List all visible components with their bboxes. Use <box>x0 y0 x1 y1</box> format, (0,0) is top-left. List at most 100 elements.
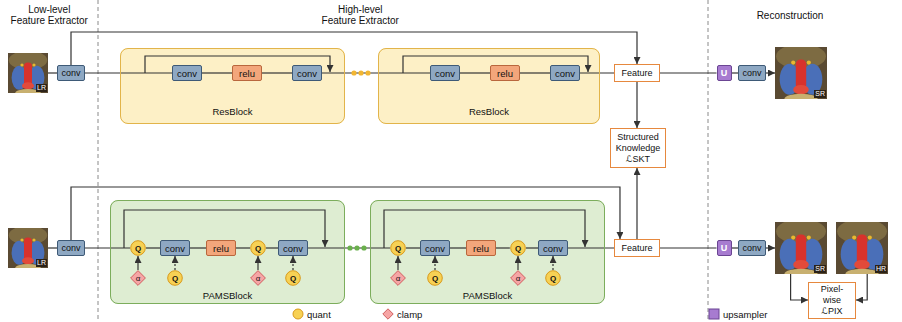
data-flow-line <box>520 72 550 73</box>
ellipsis-dot <box>354 245 359 250</box>
node-label: α <box>516 274 521 283</box>
legend-swatch <box>708 308 720 320</box>
clamp-diamond: α <box>130 270 146 286</box>
weight-quant-arrow <box>174 256 175 270</box>
node-label: α <box>396 274 401 283</box>
data-flow-line <box>660 72 717 73</box>
mandrill-picture <box>8 51 48 97</box>
data-flow-line <box>636 168 637 239</box>
data-flow-line <box>636 82 637 128</box>
legend-item: clamp <box>382 308 422 320</box>
quant-circle: Q <box>510 240 526 256</box>
quant-circle: Q <box>545 270 561 286</box>
section-divider <box>98 0 99 322</box>
data-flow-line <box>766 72 775 73</box>
quant-circle: Q <box>285 270 301 286</box>
image-thumbnail: LR <box>8 53 48 93</box>
conv-layer-box: conv <box>278 240 308 256</box>
node-label: Feature <box>621 68 652 79</box>
quant-circle: Q <box>427 270 443 286</box>
node-label: U <box>721 243 728 254</box>
conv-layer-box: conv <box>292 65 322 81</box>
image-thumbnail: HR <box>836 222 888 274</box>
node-label: α <box>136 274 141 283</box>
data-flow-line <box>85 247 130 248</box>
relu-box: relu <box>490 65 520 81</box>
conv-layer-box: conv <box>420 240 450 256</box>
data-flow-line <box>146 247 160 248</box>
conv-layer-box: conv <box>160 240 190 256</box>
node-label: relu <box>213 243 229 254</box>
data-flow-line <box>460 72 490 73</box>
data-flow-line <box>257 256 258 270</box>
node-label: PAMSBlock <box>371 290 604 301</box>
resblock-container: ResBlockconvreluconv <box>120 48 345 124</box>
block-fill <box>370 200 605 304</box>
loss-box: Pixel-wiseℒPIX <box>808 282 856 319</box>
node-label: Q <box>290 274 296 283</box>
node-label: α <box>256 274 261 283</box>
data-flow-line <box>48 72 57 73</box>
section-heading: Reconstruction <box>745 10 835 21</box>
node-label: ResBlock <box>121 106 344 117</box>
node-label: conv <box>425 243 445 254</box>
mandrill-picture <box>8 226 48 272</box>
node-label: conv <box>543 243 563 254</box>
quant-circle: Q <box>130 240 146 256</box>
node-label: Feature <box>621 243 652 254</box>
data-flow-line <box>137 256 138 270</box>
node-label: relu <box>497 68 513 79</box>
data-flow-line <box>397 256 398 270</box>
section-divider <box>708 0 709 322</box>
conv-layer-box: conv <box>57 65 85 81</box>
data-flow-line <box>660 247 717 248</box>
conv-layer-box: conv <box>430 65 460 81</box>
node-label: U <box>721 68 728 79</box>
node-label: Q <box>550 274 556 283</box>
legend-label: upsampler <box>723 309 767 320</box>
data-flow-line <box>526 247 538 248</box>
clamp-diamond: α <box>510 270 526 286</box>
node-label: Q <box>135 244 141 253</box>
data-flow-line <box>48 247 57 248</box>
legend-item: quant <box>292 308 331 320</box>
node-label: conv <box>555 68 575 79</box>
section-heading: Low-level Feature Extractor <box>10 4 89 26</box>
legend-swatch <box>382 308 394 320</box>
node-label: relu <box>473 243 489 254</box>
data-flow-line <box>766 247 775 248</box>
upsampler-box: U <box>717 240 732 256</box>
relu-box: relu <box>206 240 236 256</box>
ellipsis-dot <box>351 70 356 75</box>
node-label: Q <box>172 274 178 283</box>
data-flow-line <box>496 247 510 248</box>
node-label: ℒPIX <box>822 306 843 317</box>
node-label: Q <box>395 244 401 253</box>
feature-box: Feature <box>614 239 660 257</box>
node-label: LR <box>36 84 47 92</box>
image-thumbnail: SR <box>775 222 827 274</box>
conv-layer-box: conv <box>550 65 580 81</box>
node-label: Structured Knowledge <box>614 132 662 154</box>
node-label: HR <box>875 265 887 273</box>
node-label: Q <box>432 274 438 283</box>
data-flow-line <box>580 72 614 73</box>
data-flow-line <box>71 187 620 240</box>
node-label: conv <box>283 243 303 254</box>
mandrill-picture <box>836 219 888 279</box>
node-label: SR <box>814 265 826 273</box>
node-label: LR <box>36 259 47 267</box>
block-fill <box>120 48 345 124</box>
data-flow-line <box>568 247 614 248</box>
quant-circle: Q <box>390 240 406 256</box>
block-fill <box>378 48 600 124</box>
clamp-diamond: α <box>250 270 266 286</box>
node-label: PAMSBlock <box>111 290 344 301</box>
data-flow-line <box>322 72 430 73</box>
legend-label: quant <box>307 309 331 320</box>
data-flow-line <box>190 247 206 248</box>
legend-swatch <box>292 308 304 320</box>
weight-quant-arrow <box>552 256 553 270</box>
weight-quant-arrow <box>434 256 435 270</box>
data-flow-line <box>236 247 250 248</box>
